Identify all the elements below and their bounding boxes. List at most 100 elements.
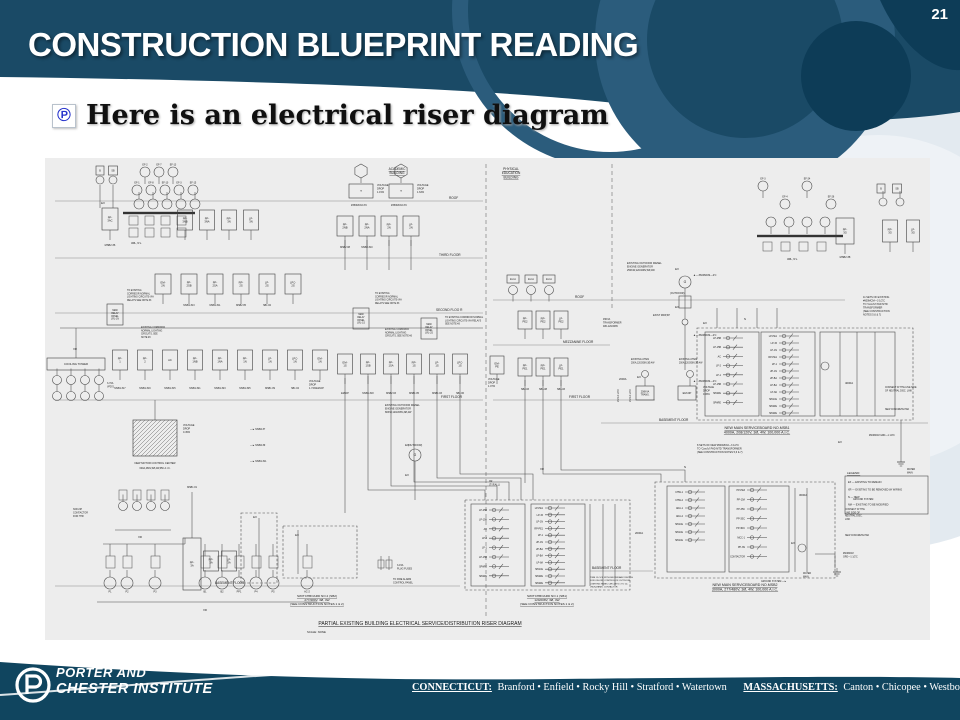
svg-text:COOLING TOWER: COOLING TOWER [64, 362, 88, 366]
footer-locations: CONNECTICUT: Branford • Enfield • Rocky … [412, 682, 960, 693]
svg-text:LP-1: LP-1 [482, 547, 488, 550]
svg-text:EF-3: EF-3 [176, 182, 182, 185]
svg-text:LP-15B: LP-15B [713, 383, 721, 386]
svg-text:EM-PE: EM-PE [495, 361, 500, 368]
svg-text:EXIST MDP,3P: EXIST MDP,3P [653, 314, 670, 317]
svg-text:MSB1 #1: MSB1 #1 [187, 486, 198, 489]
svg-text:BASEMENT FLOOR: BASEMENT FLOOR [659, 418, 689, 422]
svg-text:8 SETS OF NEW #600MCM—3 1/2'CT: 8 SETS OF NEW #600MCM—3 1/2'CTO 'Cond'd'… [697, 444, 743, 454]
svg-text:MSB1 #15: MSB1 #15 [164, 387, 176, 390]
svg-text:LP-1N: LP-1N [268, 356, 272, 363]
svg-text:SPARE: SPARE [535, 582, 543, 585]
svg-text:MEZZANINE FLOOR: MEZZANINE FLOOR [563, 340, 594, 344]
svg-text:SCALE: NONE: SCALE: NONE [307, 630, 326, 634]
svg-text:AC-2: AC-2 [304, 590, 310, 593]
svg-text:SPARE: SPARE [713, 392, 721, 395]
svg-text:B1: B1 [203, 590, 207, 593]
svg-text:NEW MOTOR CONTROL CENTER: NEW MOTOR CONTROL CENTER [134, 461, 175, 465]
svg-text:PP-3NB: PP-3NB [182, 216, 187, 223]
svg-text:PP-2NB: PP-2NB [342, 222, 347, 229]
svg-text:2000A: 2000A [619, 377, 627, 381]
footer: PORTER AND CHESTER INSTITUTE CONNECTICUT… [0, 648, 960, 720]
svg-text:LP-15B: LP-15B [479, 518, 487, 521]
svg-text:FIRST FLOOR: FIRST FLOOR [441, 395, 463, 399]
svg-text:PP-PE3: PP-PE3 [736, 489, 745, 492]
svg-text:SPARE: SPARE [479, 565, 487, 568]
svg-text:EX: EX [791, 541, 795, 545]
svg-text:EF-2: EF-2 [142, 164, 148, 167]
svg-text:XR(TYP.ALL): XR(TYP.ALL) [489, 480, 500, 486]
svg-text:AC: AC [484, 528, 488, 531]
svg-text:EX: EX [405, 473, 409, 477]
svg-text:—► MSB2 #7: —► MSB2 #7 [250, 428, 266, 431]
svg-text:SB2-#3: SB2-#3 [521, 388, 530, 391]
svg-text:PP-2NA: PP-2NA [364, 222, 369, 229]
svg-text:NM — EXISTING TO BE MODIFIED: NM — EXISTING TO BE MODIFIED [848, 504, 889, 507]
svg-text:SPACE: SPACE [769, 398, 777, 401]
svg-text:EX — EXISTING TO REMAIN: EX — EXISTING TO REMAIN [848, 481, 882, 484]
electrical-riser-diagram: ROOF THIRD FLOOR SECOND FLOO R FIRST FLOOR B… [45, 158, 930, 640]
svg-text:XR: XR [540, 467, 544, 471]
footer-logo-line1: PORTER AND [56, 665, 147, 680]
svg-text:EM-2N: EM-2N [161, 280, 166, 287]
svg-text:PP-3AC: PP-3AC [107, 215, 112, 222]
svg-text:PARTIAL EXISTING BUILDING E: PARTIAL EXISTING BUILDING ELECTRICAL SER… [318, 621, 521, 627]
svg-text:THIRD FLOOR: THIRD FLOOR [439, 253, 461, 257]
svg-text:LP-PE2: LP-PE2 [558, 316, 564, 323]
svg-text:GROUND SYSTEM —►: GROUND SYSTEM —► [761, 580, 787, 583]
svg-text:MCC-1: MCC-1 [737, 537, 745, 540]
footer-logo-line2: CHESTER INSTITUTE [56, 680, 213, 697]
svg-text:NEW CONCRETE PAD: NEW CONCRETE PAD [885, 408, 909, 411]
svg-text:PP-3SC: PP-3SC [736, 518, 745, 521]
svg-text:LP-1N: LP-1N [536, 521, 543, 524]
svg-text:EU-A: EU-A [528, 278, 534, 281]
svg-text:EF-10: EF-10 [162, 182, 169, 185]
svg-text:P3: P3 [153, 590, 157, 593]
svg-text:LPC-1S: LPC-1S [457, 360, 463, 367]
svg-text:RP-PE2: RP-PE2 [540, 316, 546, 323]
svg-text:PP-15A: PP-15A [737, 499, 746, 502]
svg-text:T: T [360, 189, 362, 193]
svg-text:LPC-1N: LPC-1N [292, 356, 298, 363]
svg-text:EU-A: EU-A [510, 278, 516, 281]
svg-text:LP-25B: LP-25B [713, 337, 721, 340]
svg-text:MSB2 #8: MSB2 #8 [340, 246, 351, 249]
svg-text:SECOND FLOO R: SECOND FLOO R [436, 308, 463, 312]
svg-text:RP-2N: RP-2N [387, 222, 392, 229]
svg-text:LP-25B: LP-25B [479, 509, 487, 512]
svg-text:PP1: PP1 [237, 590, 242, 593]
svg-text:MSB1 #3: MSB1 #3 [432, 392, 443, 395]
svg-text:2P-1N: 2P-1N [770, 370, 777, 373]
slide-title: CONSTRUCTION BLUEPRINT READING [28, 26, 639, 63]
svg-text:LP-8A: LP-8A [536, 561, 543, 564]
svg-text:LP-BA: LP-BA [536, 555, 543, 558]
svg-text:SPARE: SPARE [713, 401, 721, 404]
svg-text:P2: P2 [125, 590, 129, 593]
svg-text:XR: XR [203, 608, 207, 612]
svg-text:ROOF: ROOF [575, 295, 584, 299]
svg-text:XR: XR [73, 347, 77, 351]
riser-diagram-svg: ROOF THIRD FLOOR SECOND FLOO R FIRST FLOOR B… [46, 164, 929, 634]
svg-text:LP-3A: LP-3A [227, 557, 231, 564]
svg-text:(OUTDOOR): (OUTDOOR) [408, 444, 423, 447]
svg-text:SPARE: SPARE [479, 575, 487, 578]
svg-text:RP-2S: RP-2S [239, 280, 244, 287]
svg-text:SB1 #4: SB1 #4 [291, 387, 300, 390]
svg-text:4000A: 4000A [845, 381, 853, 385]
svg-text:#4/0-3 1/2'C: #4/0-3 1/2'C [617, 389, 620, 402]
svg-text:ADA-1: ADA-1 [676, 507, 684, 510]
svg-text:MSB1 #11: MSB1 #11 [210, 304, 222, 307]
svg-text:LP-1S: LP-1S [435, 360, 439, 367]
